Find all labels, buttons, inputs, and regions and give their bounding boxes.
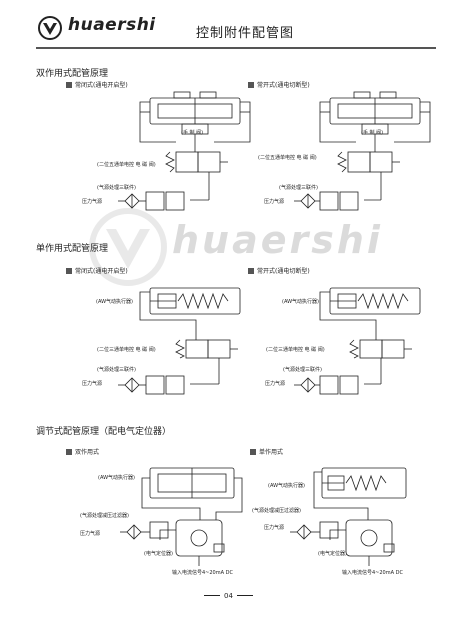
s2-left-actuator-label: (AW气动执行器) [96, 299, 133, 305]
page-footer: 04 [0, 592, 457, 600]
s1-right-valve-label: (手 制 阀) [361, 130, 384, 136]
s2-right-heading: 常开式(通电切断型) [248, 266, 310, 275]
s3-right-air-label: 压力气源 [264, 525, 285, 531]
section-single-acting-title: 单作用式配管原理 [36, 244, 109, 254]
brand-logo [38, 16, 62, 40]
s1-right-air-label: 压力气源 [264, 199, 285, 205]
s2-left-heading: 常闭式(通电开启型) [66, 266, 128, 275]
s1-left-valve-label: (手 制 阀) [181, 130, 204, 136]
s1-left-diagram [118, 91, 251, 211]
s3-left-diagram [120, 467, 243, 566]
s1-right-solenoid-label: (二位五通单电控 电 磁 阀) [258, 155, 317, 161]
section-double-acting-title: 双作用式配管原理 [36, 69, 109, 79]
section-modulating-title: 调节式配管原理（配电气定位器） [36, 427, 172, 437]
watermark-logo [89, 208, 167, 286]
s2-left-air-label: 压力气源 [82, 381, 103, 387]
s3-left-filter-label: (气源处理减压过滤器) [80, 513, 129, 519]
s3-right-positioner-label: (电气定位器) [318, 551, 347, 557]
s2-right-diagram [294, 287, 421, 395]
s3-right-actuator-label: (AW气动执行器) [268, 483, 305, 489]
s2-right-solenoid-label: (二位三通单电控 电 磁 阀) [266, 347, 325, 353]
brand-name: huaershi [68, 15, 156, 35]
s2-right-air-label: 压力气源 [265, 381, 286, 387]
s1-right-heading: 常开式(通电切断型) [248, 80, 310, 89]
s1-left-heading: 常闭式(通电开启型) [66, 80, 128, 89]
s3-left-air-label: 压力气源 [80, 531, 101, 537]
s3-left-heading: 双作用式 [66, 447, 99, 456]
s3-right-diagram [290, 467, 407, 566]
s1-left-air-label: 压力气源 [82, 199, 103, 205]
watermark-text: huaershi [172, 218, 383, 262]
page-number: 04 [224, 592, 233, 600]
s2-left-solenoid-label: (二位三通单电控 电 磁 阀) [97, 347, 156, 353]
s3-left-actuator-label: (AW气动执行器) [98, 475, 135, 481]
s3-left-signal-label: 输入电流信号4~20mA DC [172, 570, 233, 576]
s3-right-heading: 单作用式 [250, 447, 283, 456]
page-header: huaershi 控制附件配管图 [0, 0, 457, 56]
s3-right-filter-label: (气源处理减压过滤器) [252, 508, 301, 514]
s1-right-diagram [294, 91, 431, 211]
s2-left-frl-label: (气源处理三联件) [97, 367, 136, 373]
s1-right-frl-label: (气源处理三联件) [279, 185, 318, 191]
s3-left-positioner-label: (电气定位器) [144, 551, 173, 557]
s2-right-frl-label: (气源处理三联件) [283, 367, 322, 373]
s2-left-diagram [118, 287, 241, 395]
s1-left-solenoid-label: (二位五通单电控 电 磁 阀) [97, 162, 156, 168]
s1-left-frl-label: (气源处理三联件) [97, 185, 136, 191]
page-title: 控制附件配管图 [196, 26, 295, 41]
s2-right-actuator-label: (AW气动执行器) [282, 299, 319, 305]
s3-right-signal-label: 输入电流信号4~20mA DC [342, 570, 403, 576]
header-divider [36, 47, 436, 49]
